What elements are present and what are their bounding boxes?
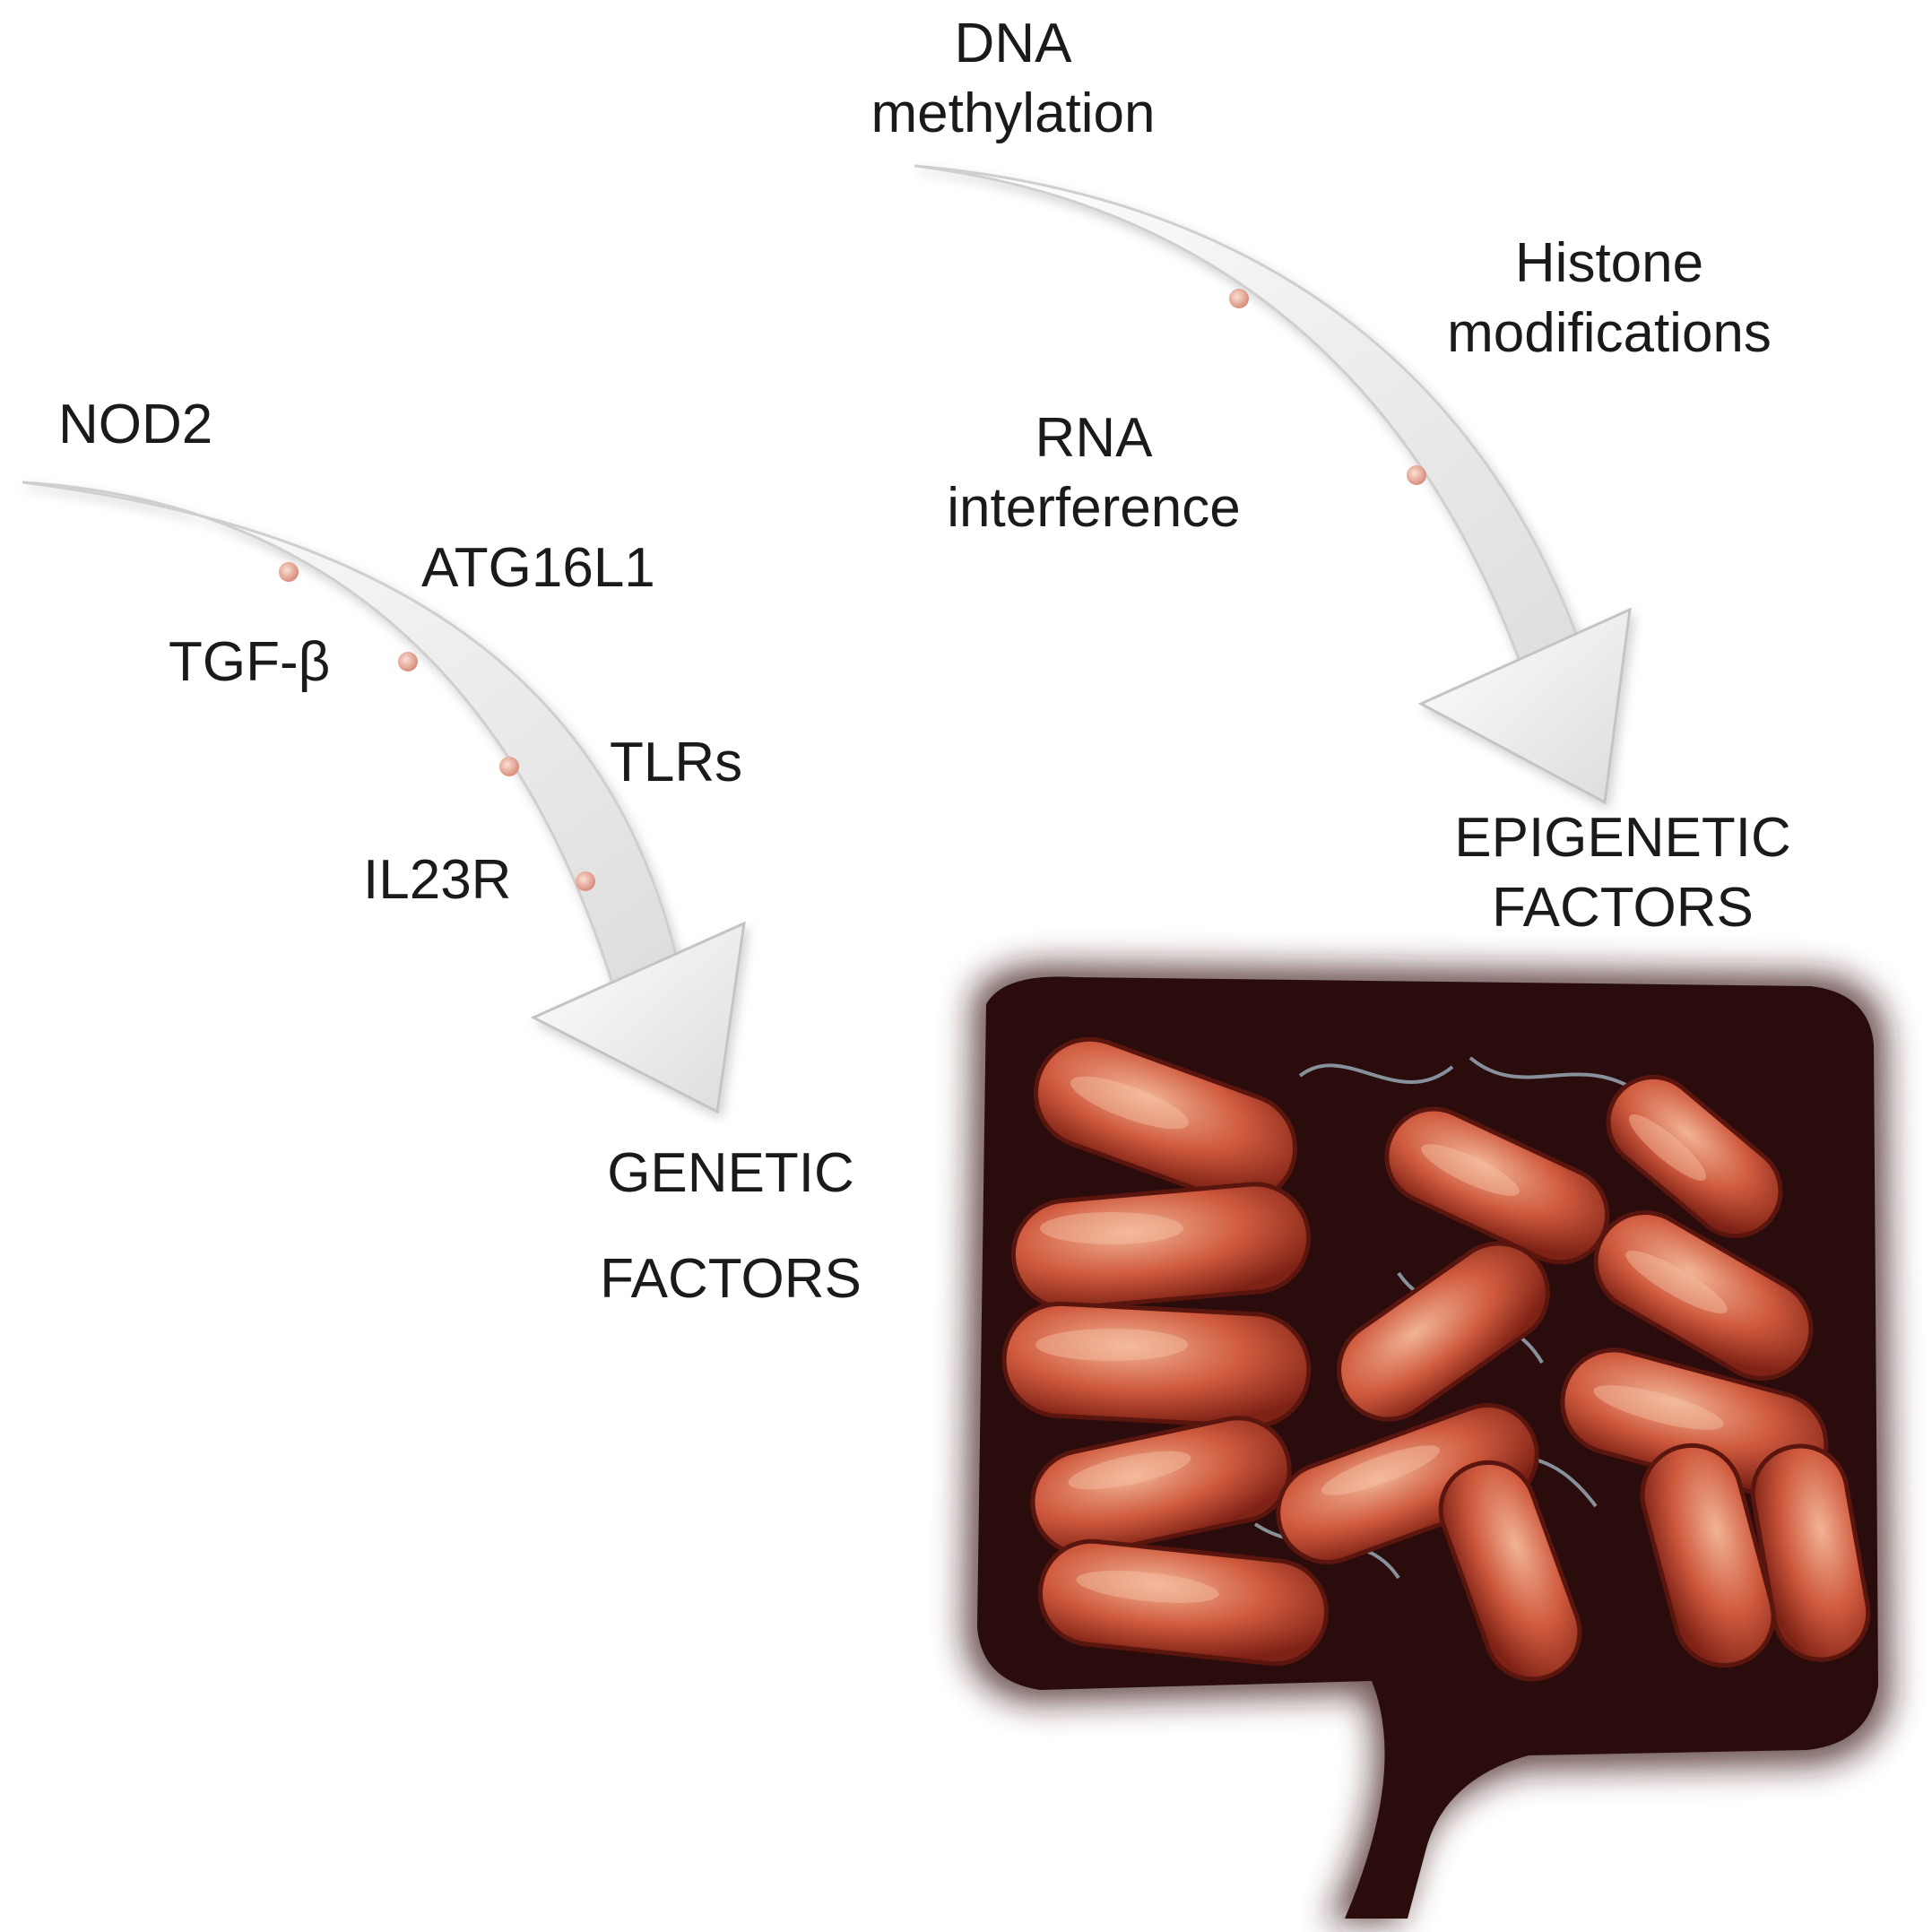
label-tlrs: TLRs xyxy=(610,732,743,793)
label-atg16l1: ATG16L1 xyxy=(421,537,655,599)
label-il23r: IL23R xyxy=(363,849,512,911)
epigenetic-dot-2 xyxy=(1407,465,1426,485)
epigenetic-heading-line1: EPIGENETIC xyxy=(1454,807,1791,869)
genetic-arrow xyxy=(22,481,746,1114)
epigenetic-arrow xyxy=(914,164,1632,805)
label-histone-modifications: Histone modifications xyxy=(1430,229,1789,368)
epigenetic-factors-heading: EPIGENETIC FACTORS xyxy=(1452,803,1793,943)
epigenetic-dot-1 xyxy=(1229,289,1249,308)
label-histone-modifications-line2: modifications xyxy=(1447,302,1772,364)
label-dna-methylation-line2: methylation xyxy=(871,82,1156,144)
genetic-factors-heading: GENETIC FACTORS xyxy=(587,1121,874,1332)
label-histone-modifications-line1: Histone xyxy=(1514,232,1704,294)
genetic-heading-line2: FACTORS xyxy=(600,1248,862,1310)
genetic-heading-line1: GENETIC xyxy=(607,1142,854,1204)
epigenetic-heading-line2: FACTORS xyxy=(1492,877,1754,939)
label-dna-methylation-line1: DNA xyxy=(954,13,1072,74)
label-nod2: NOD2 xyxy=(58,394,213,455)
genetic-dot-4 xyxy=(576,871,595,891)
genetic-dot-3 xyxy=(499,757,519,776)
label-rna-interference: RNA interference xyxy=(932,403,1255,543)
genetic-dot-2 xyxy=(398,652,418,671)
label-rna-interference-line2: interference xyxy=(947,477,1241,539)
label-dna-methylation: DNA methylation xyxy=(870,9,1157,149)
intestine-illustration xyxy=(964,963,1892,1923)
label-tgf-beta: TGF-β xyxy=(169,631,331,693)
genetic-dot-1 xyxy=(279,562,299,582)
label-rna-interference-line1: RNA xyxy=(1035,407,1153,469)
